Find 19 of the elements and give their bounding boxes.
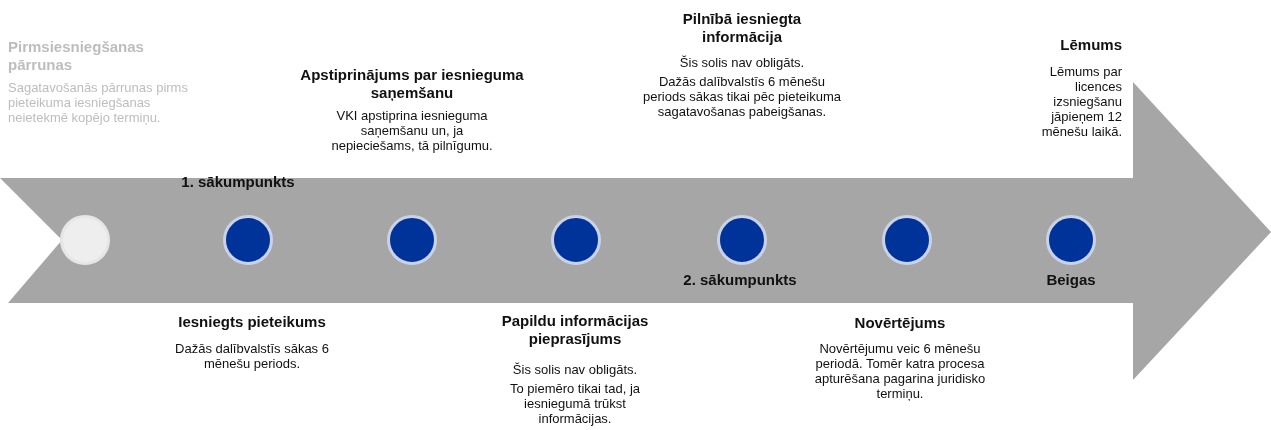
milestone-label: 1. sākumpunkts bbox=[180, 173, 296, 191]
step-description: To piemēro tikai tad, ja iesniegumā trūkst informācijas. bbox=[508, 381, 642, 426]
step-description: Šis solis nav obligāts. bbox=[678, 55, 806, 70]
milestone-label: Beigas bbox=[1045, 271, 1097, 289]
step-title: Novērtējums bbox=[853, 314, 947, 332]
step-description: Dažās dalībvalstīs 6 mēnešu periods sākas tikai pēc pieteikuma sagatavošanas pabeigšanas. bbox=[642, 74, 842, 119]
step-title: Lēmums bbox=[1059, 36, 1122, 54]
step-description: Dažās dalībvalstīs sākas 6 mēnešu periods. bbox=[174, 341, 330, 371]
step-description: Novērtējumu veic 6 mēnešu periodā. Tomēr katra procesa apturēšana pagarina juridisko termiņu. bbox=[813, 341, 987, 401]
step-title: Papildu informācijas pieprasījums bbox=[500, 312, 650, 348]
step-title: Pilnībā iesniegta informācija bbox=[681, 10, 803, 46]
step-title: Iesniegts pieteikums bbox=[177, 313, 327, 331]
step-description: Lēmums par licences izsniegšanu jāpieņem 12 mēnešu laikā. bbox=[1040, 64, 1122, 139]
step-title: Pirmsiesniegšanas pārrunas bbox=[8, 38, 145, 74]
milestone-label: 2. sākumpunkts bbox=[682, 271, 798, 289]
step-description: Šis solis nav obligāts. bbox=[511, 362, 639, 377]
step-title: Apstiprinājums par iesnieguma saņemšanu bbox=[299, 66, 525, 102]
step-description: VKI apstiprina iesnieguma saņemšanu un, ja nepieciešams, tā pilnīgumu. bbox=[330, 108, 494, 153]
step-description: Sagatavošanās pārrunas pirms pieteikuma iesniegšanas neietekmē kopējo termiņu. bbox=[8, 80, 188, 125]
